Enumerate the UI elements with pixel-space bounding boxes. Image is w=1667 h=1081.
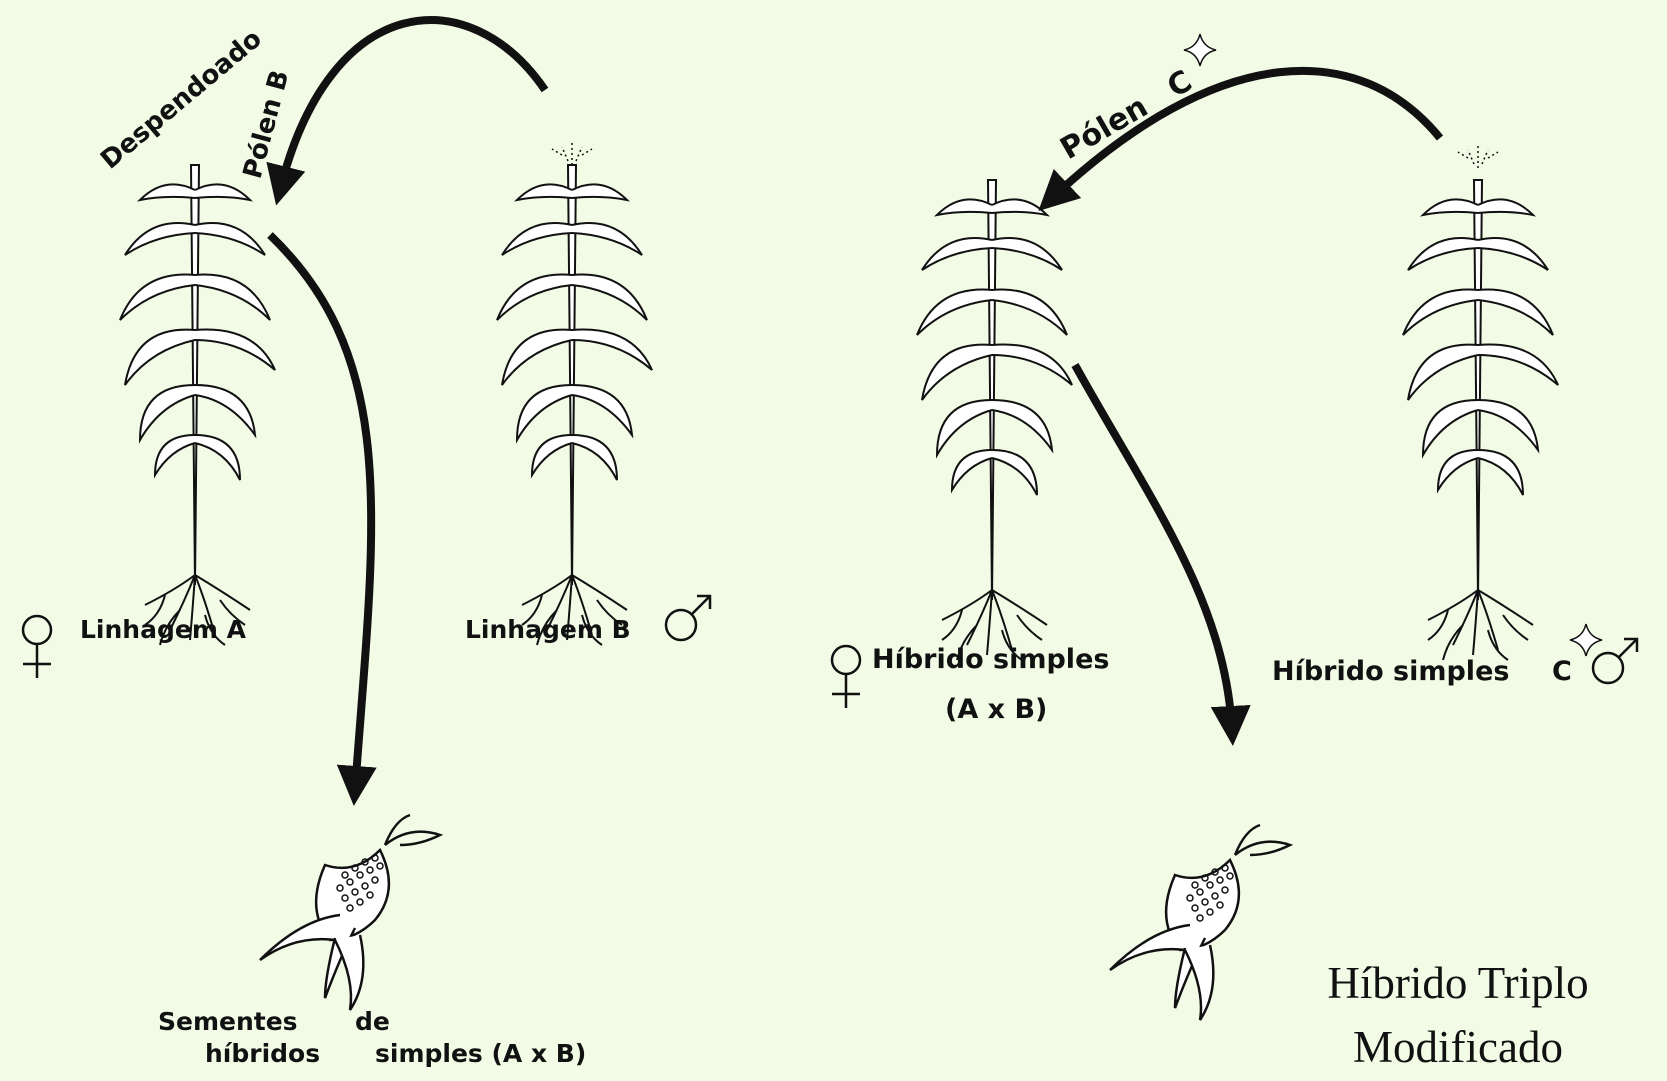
hibridos-label: híbridos	[205, 1039, 320, 1068]
male-symbol-icon	[666, 596, 710, 640]
arrow-to-seeds-ab	[270, 235, 371, 790]
left-panel: Despendoado Pólen B Linhagem A Linhagem …	[23, 20, 710, 1068]
plant-linhagem-b	[497, 165, 652, 645]
sementes-de-label: de	[355, 1007, 390, 1036]
female-symbol-icon	[832, 646, 860, 708]
title-line2: Modificado	[1353, 1022, 1563, 1072]
sementes-label: Sementes	[158, 1007, 298, 1036]
linhagem-a-label: Linhagem A	[80, 615, 247, 644]
linhagem-b-label: Linhagem B	[465, 615, 631, 644]
plant-linhagem-a	[120, 165, 275, 645]
plant-hibrido-ab	[917, 180, 1072, 660]
hibrido-ab-label: (A x B)	[945, 694, 1047, 725]
corn-ear-ab-icon	[260, 815, 440, 1010]
arrow-to-seeds-triplo	[1075, 365, 1232, 730]
despendoado-label: Despendoado	[95, 24, 267, 176]
star-icon	[1570, 624, 1602, 656]
simples-ab-label: simples (A x B)	[375, 1039, 586, 1068]
star-icon	[1184, 34, 1216, 66]
corn-ear-triplo-icon	[1110, 825, 1290, 1020]
hibrido-simples-male-label: Híbrido simples	[1272, 656, 1509, 687]
tassel-linhagem-b	[552, 143, 592, 165]
female-symbol-icon	[23, 616, 51, 678]
arrow-polen-b	[280, 20, 545, 190]
tassel-hibrido-c	[1458, 146, 1498, 168]
male-symbol-icon	[1593, 639, 1637, 683]
title-line1: Híbrido Triplo	[1327, 958, 1588, 1008]
plant-hibrido-c	[1403, 180, 1558, 660]
hibrido-c-letter: C	[1552, 656, 1572, 687]
right-panel: Pólen C Híbrido simples (A x B) Híbrido …	[832, 34, 1637, 1072]
hibrido-simples-female-label: Híbrido simples	[872, 644, 1109, 675]
